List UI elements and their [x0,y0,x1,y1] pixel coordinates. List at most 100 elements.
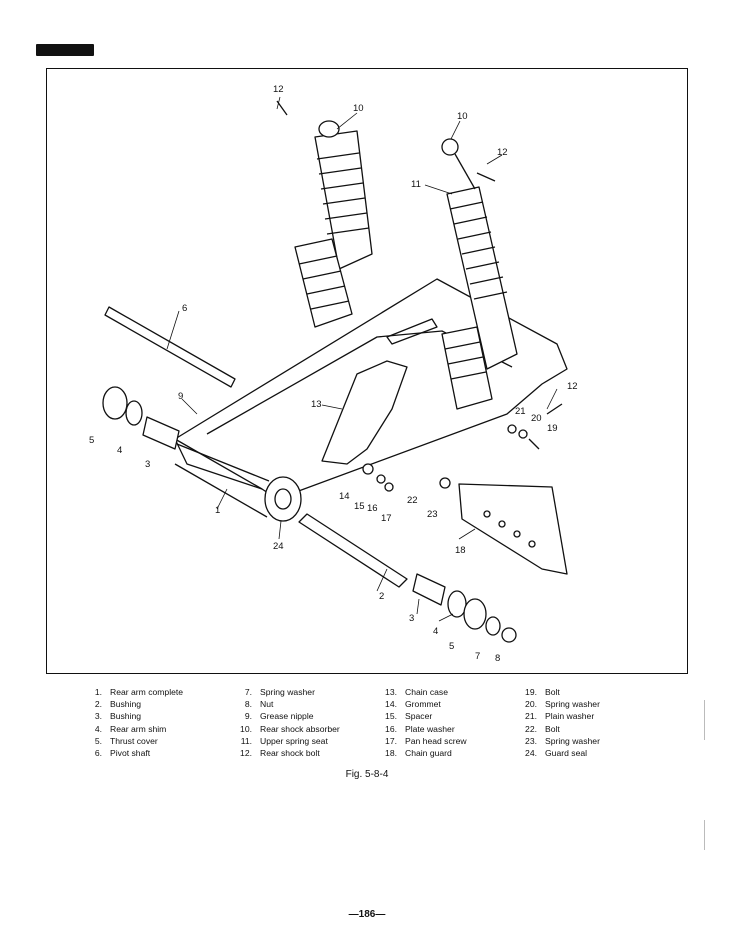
pivot-shaft [104,306,236,388]
legend-item: 23. Spring washer [517,735,642,747]
parts-legend: 1.Rear arm complete 2.Bushing 3.Bushing … [82,686,642,759]
legend-number: 7. [244,687,252,697]
legend-label: Chain case [405,687,448,697]
legend-item: 5. Thrust cover [82,735,232,747]
callout-6: 6 [182,303,187,314]
callout-12-right-top: 12 [497,147,508,158]
callout-4-left: 4 [117,445,122,456]
callout-24: 24 [273,541,284,552]
section-header-mark [36,44,94,56]
callout-5-left: 5 [89,435,94,446]
legend-column: 13. Chain case 14. Grommet 15.Spacer 16. Pl… [377,686,517,759]
legend-number: 16. [385,723,397,734]
legend-label: Plate washer [405,723,455,734]
legend-number: 22. [525,723,537,734]
legend-label: Upper spring seat [260,735,328,746]
legend-item: 2. Bushing [82,698,232,710]
legend-number: 15. [385,711,397,722]
figure-caption: Fig. 5-8-4 [345,769,389,780]
legend-number: 18. [385,748,397,759]
legend-label: Spring washer [545,699,600,710]
legend-item: 4. Rear arm shim [82,723,232,735]
legend-label: Pivot shaft [110,748,151,759]
callout-12-right: 12 [567,381,578,392]
legend-item: 14. Grommet [377,698,517,710]
legend-number: 14. [385,699,397,710]
left-shock-absorber [294,120,373,328]
callout-5-right: 5 [449,641,454,652]
legend-label: Bolt [545,687,560,697]
legend-label: Plain washer [545,711,595,722]
legend-number: 11. [240,735,252,746]
callout-10-left: 10 [353,103,364,114]
legend-label: Grease nipple [260,711,314,722]
legend-item: 15.Spacer [377,710,517,722]
legend-item: 24.Guard seal [517,747,642,759]
legend-number: 4. [94,723,102,734]
legend-number: 6. [94,748,102,759]
legend-number: 2. [94,699,102,710]
legend-number: 13. [385,687,397,697]
callout-15: 15 [354,501,365,512]
callout-4-right: 4 [433,626,438,637]
legend-item: 3.Bushing [82,710,232,722]
legend-label: Rear shock bolt [260,748,320,759]
scan-edge-mark [704,700,705,740]
legend-number: 17. [385,735,397,746]
callout-18: 18 [455,545,466,556]
scan-edge-mark [704,820,705,850]
legend-item: 6. Pivot shaft [82,747,232,759]
legend-item: 18. Chain guard [377,747,517,759]
legend-number: 23. [525,735,537,746]
callout-1: 1 [215,505,220,516]
legend-label: Grommet [405,699,441,710]
callout-7: 7 [475,651,480,662]
legend-label: Thrust cover [110,735,158,746]
callout-23: 23 [427,509,438,520]
callout-12-left: 12 [273,84,284,95]
legend-column: 19. Bolt 20.Spring washer 21. Plain washer… [517,686,642,759]
legend-item: 10.Rear shock absorber [232,723,377,735]
legend-number: 8. [244,699,252,710]
legend-number: 9. [244,711,252,722]
legend-item: 20.Spring washer [517,698,642,710]
legend-label: Rear shock absorber [260,723,340,734]
legend-label: Bushing [110,711,142,722]
legend-item: 13. Chain case [377,686,517,698]
legend-number: 1. [94,687,102,697]
callout-13: 13 [311,399,322,410]
legend-item: 19. Bolt [517,686,642,698]
legend-number: 5. [94,735,102,746]
legend-column: 7. Spring washer 8. Nut 9. Grease nipple 10… [232,686,377,759]
legend-label: Pan head screw [405,735,467,746]
legend-label: Chain guard [405,748,452,759]
callout-21: 21 [515,406,526,417]
callout-2: 2 [379,591,384,602]
legend-label: Spring washer [545,735,600,746]
pivot-tube-end [264,476,302,522]
callout-22: 22 [407,495,418,506]
legend-label: Rear arm complete [110,687,184,697]
legend-item: 17. Pan head screw [377,735,517,747]
legend-label: Bolt [545,723,560,734]
legend-label: Spring washer [260,687,315,697]
legend-label: Bushing [110,699,142,710]
callout-20: 20 [531,413,542,424]
legend-label: Nut [260,699,274,710]
callout-19: 19 [547,423,558,434]
legend-item: 8. Nut [232,698,377,710]
legend-label: Guard seal [545,748,588,759]
legend-number: 19. [525,687,537,697]
exploded-view-figure: 12 10 10 12 11 6 9 13 12 21 20 19 5 4 3 … [46,68,688,674]
callout-10-right: 10 [457,111,468,122]
legend-label: Rear arm shim [110,723,167,734]
callout-3-right: 3 [409,613,414,624]
legend-item: 9. Grease nipple [232,710,377,722]
legend-number: 21. [525,711,537,722]
callout-16: 16 [367,503,378,514]
legend-item: 16. Plate washer [377,723,517,735]
legend-item: 22. Bolt [517,723,642,735]
legend-item: 11. Upper spring seat [232,735,377,747]
callout-14: 14 [339,491,350,502]
page-number: —186— [348,909,386,920]
